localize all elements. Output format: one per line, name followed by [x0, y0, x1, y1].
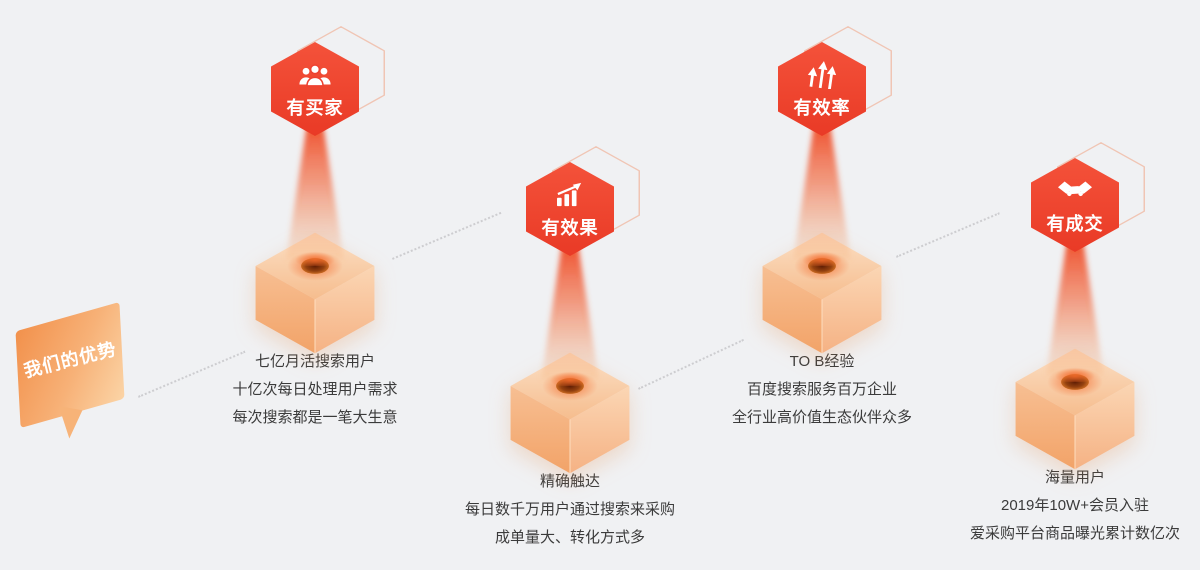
- light-beam: [541, 244, 599, 386]
- caption-line: 七亿月活搜索用户: [254, 353, 375, 370]
- caption-line: 十亿次每日处理用户需求: [232, 381, 398, 398]
- caption-line: 海量用户: [1044, 469, 1105, 486]
- caption-line: 成单量大、转化方式多: [494, 529, 645, 546]
- caption-line: TO B经验: [789, 353, 855, 370]
- caption-line: 每日数千万用户通过搜索来采购: [464, 501, 675, 518]
- light-beam: [286, 124, 344, 266]
- light-beam: [1046, 240, 1104, 382]
- users-group-icon: [298, 61, 332, 89]
- caption-line: 每次搜索都是一笔大生意: [232, 409, 398, 426]
- badge-label: 有效率: [793, 98, 851, 118]
- advantage-group-results: 有效果 精确触达 每日数千万用户通过搜索来采购 成单量大、转化方式多: [420, 146, 720, 562]
- caption-line: 精确触达: [539, 473, 600, 490]
- isometric-box: [510, 352, 630, 474]
- advantage-group-efficiency: 有效率 TO B经验 百度搜索服务百万企业 全行业高价值生态伙伴众多: [672, 26, 972, 442]
- caption-line: 全行业高价值生态伙伴众多: [731, 409, 912, 426]
- bar-chart-growth-icon: [555, 181, 585, 209]
- triple-up-arrows-icon: [807, 61, 837, 89]
- caption-efficiency: TO B经验 百度搜索服务百万企业 全行业高价值生态伙伴众多: [672, 348, 972, 432]
- caption-line: 爱采购平台商品曝光累计数亿次: [969, 525, 1180, 542]
- caption-line: 百度搜索服务百万企业: [746, 381, 897, 398]
- badge-label: 有成交: [1046, 214, 1104, 234]
- badge-label: 有效果: [541, 218, 599, 238]
- caption-results: 精确触达 每日数千万用户通过搜索来采购 成单量大、转化方式多: [420, 468, 720, 552]
- light-beam: [793, 124, 851, 266]
- caption-buyers: 七亿月活搜索用户 十亿次每日处理用户需求 每次搜索都是一笔大生意: [165, 348, 465, 432]
- caption-line: 2019年10W+会员入驻: [1001, 497, 1149, 514]
- bubble-tail: [53, 406, 83, 440]
- section-title-bubble: 我们的优势: [15, 301, 130, 450]
- handshake-icon: [1058, 177, 1092, 205]
- advantage-group-buyers: 有买家 七亿月活搜索用户 十亿次每日处理用户需求 每次搜索都是一笔大生意: [165, 26, 465, 442]
- badge-label: 有买家: [286, 98, 344, 118]
- advantage-group-deals: 有成交 海量用户 2019年10W+会员入驻 爱采购平台商品曝光累计数亿次: [925, 142, 1200, 558]
- caption-deals: 海量用户 2019年10W+会员入驻 爱采购平台商品曝光累计数亿次: [925, 464, 1200, 548]
